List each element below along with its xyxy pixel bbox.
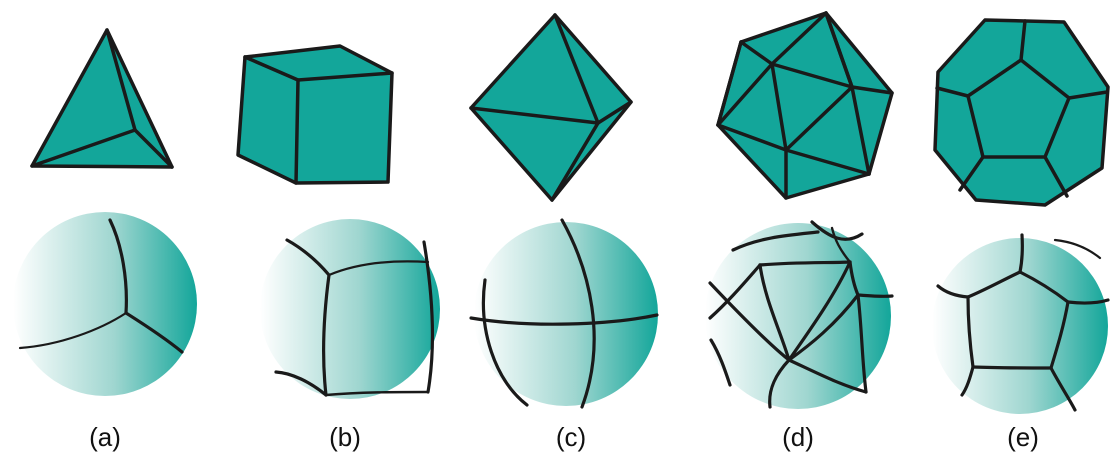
spherical-tetrahedron — [13, 212, 197, 396]
spherical-dodecahedron — [932, 233, 1110, 414]
panel-c-label: (c) — [555, 422, 587, 452]
spherical-icosahedron — [705, 220, 894, 409]
tetrahedron-polyhedron — [30, 28, 174, 169]
icosahedron-polyhedron — [716, 11, 894, 200]
panel-d-label: (d) — [782, 422, 814, 452]
dodecahedron-polyhedron — [933, 18, 1110, 207]
panel-a-label: (a) — [89, 422, 121, 452]
panel-b-label: (b) — [329, 422, 361, 452]
panel-e-label: (e) — [1007, 422, 1039, 452]
octahedron-polyhedron — [469, 13, 633, 202]
spherical-cube — [260, 219, 440, 399]
spherical-octahedron — [469, 218, 659, 409]
cube-polyhedron — [236, 44, 394, 185]
